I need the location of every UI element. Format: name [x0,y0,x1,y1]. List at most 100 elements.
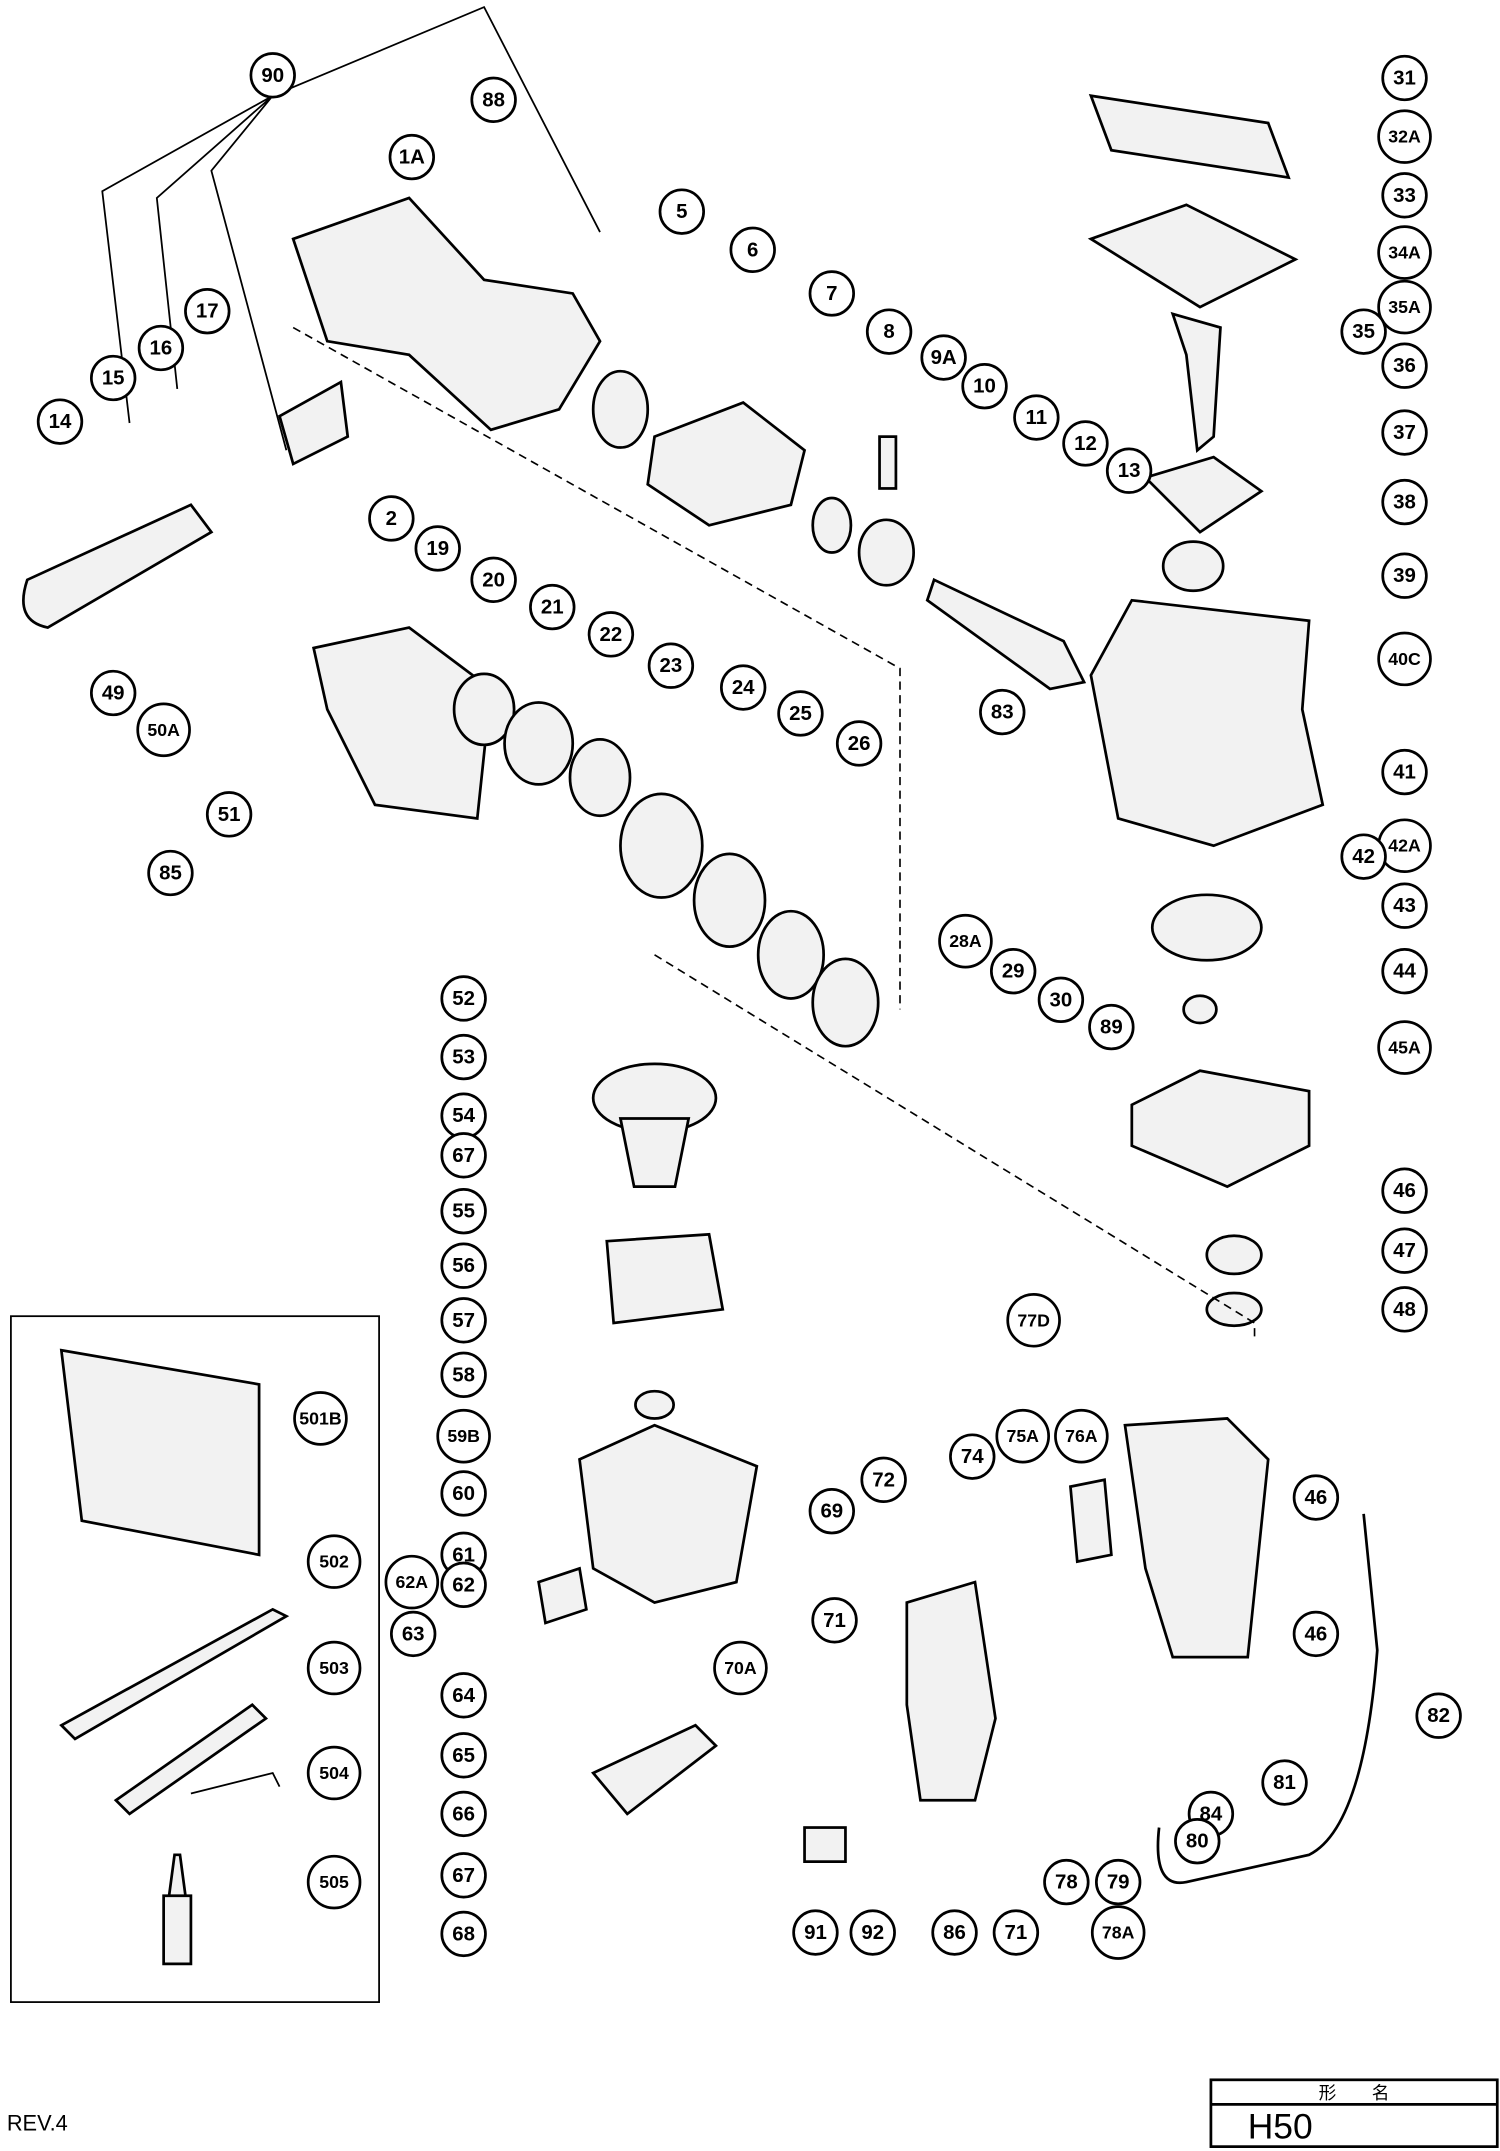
callout-6: 6 [729,226,776,274]
ring-25 [756,909,825,1000]
callout-label: 20 [482,568,505,591]
bearing-44 [1182,994,1218,1025]
callout-502: 502 [306,1534,362,1589]
callout-label: 46 [1305,1622,1328,1645]
callout-43: 43 [1381,882,1428,929]
callout-72: 72 [860,1456,907,1503]
callout-label: 44 [1393,960,1416,983]
callout-44: 44 [1381,948,1428,995]
gear-43 [1150,893,1263,962]
callout-label: 89 [1100,1016,1123,1039]
callout-56: 56 [440,1242,487,1289]
callout-label: 43 [1393,894,1416,917]
model-number: H50 [1248,2106,1313,2146]
callout-label: 88 [482,88,505,111]
callout-22: 22 [587,611,635,658]
callout-9A: 9A [920,334,967,381]
callout-26: 26 [835,720,883,767]
callout-label: 25 [789,702,812,725]
callouts: 90881A56789A101112133132A3334A35A3536373… [36,52,1462,1960]
callout-label: 83 [991,701,1014,724]
callout-label: 65 [452,1744,475,1767]
callout-label: 2 [386,507,397,530]
callout-70A: 70A [713,1640,768,1696]
gear-cover [1088,94,1291,180]
callout-label: 34A [1388,243,1421,263]
callout-label: 61 [452,1543,475,1566]
callout-label: 21 [541,596,564,619]
washer-22 [568,738,632,818]
handle-cover [905,1580,997,1802]
callout-67: 67 [440,1852,487,1899]
callout-77D: 77D [1006,1293,1061,1348]
callout-label: 62A [396,1572,429,1592]
callout-68: 68 [440,1910,487,1958]
callout-33: 33 [1381,172,1428,219]
callout-50A: 50A [136,702,191,758]
callout-label: 58 [452,1363,475,1386]
callout-label: 45A [1388,1038,1421,1058]
callout-label: 71 [1005,1921,1028,1944]
callout-69: 69 [808,1487,855,1535]
housing [578,1423,759,1604]
callout-label: 48 [1393,1298,1416,1321]
oil-bottle [162,1853,193,1966]
ring-20 [452,672,516,747]
callout-19: 19 [414,525,461,572]
callout-label: 7 [826,282,837,305]
callout-46: 46 [1292,1610,1340,1658]
callout-label: 5 [676,200,687,223]
callout-40C: 40C [1377,631,1432,687]
callout-62: 62 [440,1561,487,1608]
callout-label: 505 [319,1872,349,1892]
callout-76A: 76A [1054,1408,1109,1464]
callout-35A: 35A [1377,279,1432,335]
wrench [113,1703,269,1816]
callout-46: 46 [1292,1474,1340,1521]
title-block: 形 名 H50 [1209,2078,1499,2149]
callout-55: 55 [440,1187,487,1235]
callout-501B: 501B [293,1391,348,1446]
callout-51: 51 [205,791,253,838]
callout-label: 72 [872,1468,895,1491]
callout-label: 59B [447,1426,480,1446]
callout-41: 41 [1381,748,1428,796]
ring-21 [503,701,575,786]
callout-label: 86 [943,1921,966,1944]
callout-65: 65 [440,1732,487,1779]
bottom-cover [591,1723,718,1816]
callout-58: 58 [440,1351,487,1398]
callout-label: 60 [452,1482,475,1505]
switch [1068,1478,1113,1564]
capacitor [803,1826,847,1863]
callout-17: 17 [184,288,231,335]
bearing-47 [1205,1234,1263,1276]
callout-label: 50A [147,720,180,740]
callout-8: 8 [865,308,913,355]
callout-62A: 62A [384,1554,440,1610]
callout-label: 67 [452,1144,475,1167]
callout-34A: 34A [1377,225,1432,280]
callout-label: 85 [159,862,182,885]
callout-label: 69 [820,1500,843,1523]
callout-2: 2 [368,495,415,542]
callout-label: 29 [1002,960,1025,983]
callout-35: 35 [1340,308,1387,355]
callout-15: 15 [90,354,137,402]
callout-92: 92 [849,1909,896,1956]
callout-21: 21 [529,583,576,631]
callout-88: 88 [470,76,517,124]
callout-label: 35A [1388,297,1421,317]
leader-90 [101,5,601,451]
callout-10: 10 [961,363,1008,410]
cord [1156,1513,1379,1885]
callout-75A: 75A [995,1408,1050,1464]
callout-71: 71 [992,1909,1040,1956]
callout-label: 36 [1393,354,1416,377]
callout-label: 64 [452,1684,475,1707]
stator [605,1232,725,1325]
inner-cover [1130,1069,1311,1189]
piston [857,518,915,587]
callout-label: 46 [1305,1486,1328,1509]
piston-ring [811,496,853,554]
